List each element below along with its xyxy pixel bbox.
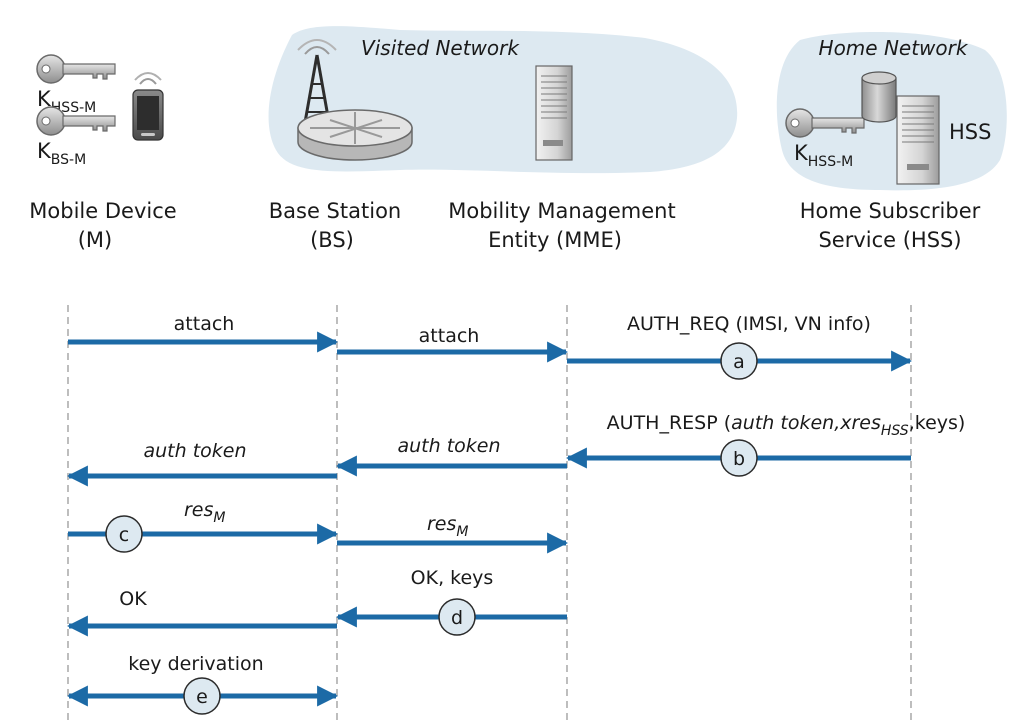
visited-network-label: Visited Network: [361, 36, 520, 60]
message-label-ok-keys: OK, keys: [411, 567, 494, 589]
hss-server-icon: [896, 95, 940, 185]
message-label-key-derivation: key derivation: [128, 653, 263, 675]
entity-label-mme: Mobility Management: [448, 199, 675, 223]
step-marker-e: e: [183, 677, 221, 715]
svg-text:d: d: [451, 607, 463, 629]
database-icon: [861, 71, 897, 123]
key-label-hss-m-home: KHSS-M: [794, 141, 853, 170]
entity-label-mme-abbr: Entity (MME): [488, 228, 622, 252]
svg-text:a: a: [733, 351, 745, 373]
message-label-auth-token-bs-m: auth token: [143, 440, 246, 462]
entity-label-mobile-device-abbr: (M): [78, 228, 113, 252]
key-icon: [36, 54, 116, 84]
entity-label-hss-abbr: Service (HSS): [818, 228, 961, 252]
mme-server-icon: [535, 65, 573, 161]
home-network-label: Home Network: [819, 36, 969, 60]
svg-text:e: e: [196, 686, 208, 708]
message-label-auth-resp: AUTH_RESP (auth token,xresHSS,keys): [607, 412, 966, 439]
entity-label-hss: Home Subscriber: [800, 199, 981, 223]
step-marker-c: c: [105, 515, 143, 553]
smartphone-icon: [132, 72, 164, 141]
entity-label-mobile-device: Mobile Device: [29, 199, 176, 223]
message-label-auth-req: AUTH_REQ (IMSI, VN info): [627, 313, 871, 335]
hss-server-label: HSS: [949, 120, 991, 144]
message-label-ok: OK: [119, 588, 147, 610]
step-marker-a: a: [720, 342, 758, 380]
message-label-attach-m-bs: attach: [174, 313, 235, 335]
svg-text:b: b: [733, 448, 745, 470]
message-label-res-bs-mme: resM: [427, 513, 469, 540]
step-marker-b: b: [720, 439, 758, 477]
message-label-attach-bs-mme: attach: [419, 325, 480, 347]
key-label-bs-m-device: KBS-M: [37, 139, 86, 168]
message-label-res-m-bs: resM: [184, 499, 226, 526]
entity-label-base-station-abbr: (BS): [310, 228, 354, 252]
entity-label-base-station: Base Station: [269, 199, 401, 223]
base-station-icon: [297, 39, 413, 161]
svg-text:c: c: [119, 524, 129, 546]
message-label-auth-token-mme-bs: auth token: [397, 435, 500, 457]
step-marker-d: d: [438, 598, 476, 636]
